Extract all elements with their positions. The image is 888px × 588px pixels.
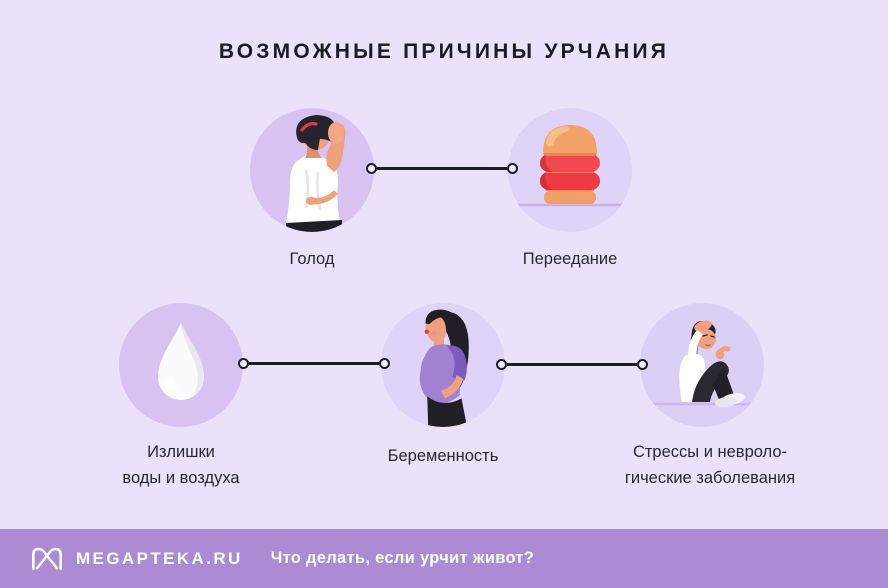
cause-bubble-overeating xyxy=(508,108,632,232)
cause-label-stress: Стрессы и невроло- гические заболевания xyxy=(625,439,795,491)
cause-bubble-stress xyxy=(640,303,764,427)
connector-hunger-overeating xyxy=(366,163,518,174)
connector-ring-icon xyxy=(379,358,390,369)
label-line-1: Стрессы и невроло- xyxy=(632,443,788,461)
connector-ring-icon xyxy=(637,359,648,370)
cause-label-hunger: Голод xyxy=(289,250,335,268)
cause-bubble-hunger xyxy=(250,108,374,232)
cause-label-overeating: Переедание xyxy=(522,250,618,268)
hungry-person-icon xyxy=(286,115,346,232)
cause-label-excess-water-air: Излишки воды и воздуха xyxy=(122,439,239,491)
connector-ring-icon xyxy=(496,359,507,370)
connector-line xyxy=(377,167,507,170)
burger-icon xyxy=(512,125,628,207)
pregnant-woman-icon xyxy=(419,309,469,427)
label-line-2: гические заболевания xyxy=(624,469,796,487)
page-title: ВОЗМОЖНЫЕ ПРИЧИНЫ УРЧАНИЯ xyxy=(218,40,670,63)
connector-line xyxy=(507,363,637,366)
cause-label-pregnancy: Беременность xyxy=(387,447,499,465)
megapteka-m-logo-icon xyxy=(32,547,62,570)
connector-ring-icon xyxy=(238,358,249,369)
connector-pregnancy-stress xyxy=(496,359,648,370)
label-line-1: Излишки xyxy=(147,443,215,461)
water-drop-icon xyxy=(158,323,204,400)
connector-water-pregnancy xyxy=(238,358,390,369)
footer-bar: MEGAPTEKA.RU Что делать, если урчит живо… xyxy=(0,529,888,588)
connector-ring-icon xyxy=(507,163,518,174)
brand-name: MEGAPTEKA.RU xyxy=(76,548,243,568)
footer-question: Что делать, если урчит живот? xyxy=(270,549,535,567)
connector-ring-icon xyxy=(366,163,377,174)
cause-bubble-excess-water-air xyxy=(119,303,243,427)
label-line-2: воды и воздуха xyxy=(122,469,240,487)
cause-bubble-pregnancy xyxy=(381,303,505,427)
connector-line xyxy=(249,362,379,365)
stressed-person-icon xyxy=(646,320,758,408)
